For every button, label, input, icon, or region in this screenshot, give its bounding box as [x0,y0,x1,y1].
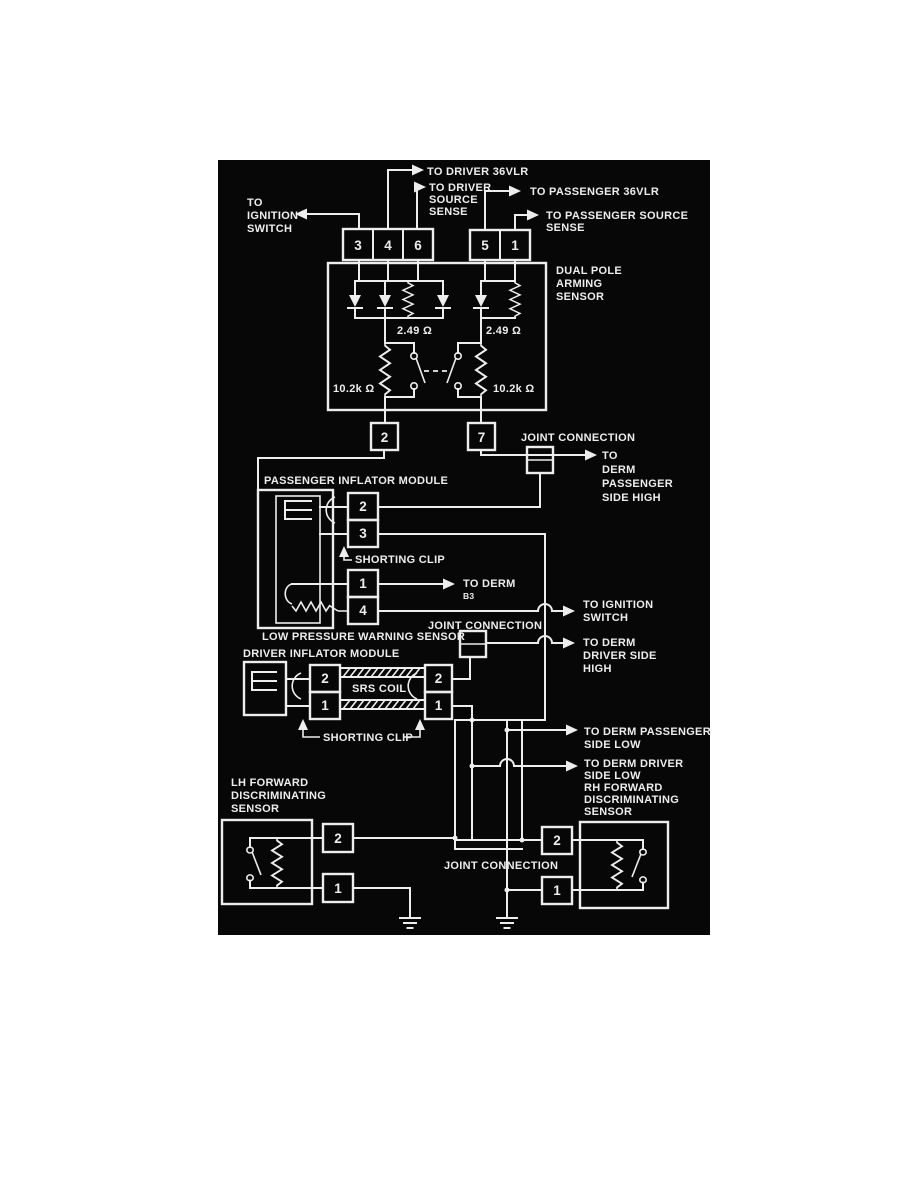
label-to-derm: TO DERM [463,578,516,590]
svg-text:2: 2 [359,499,367,514]
shorting-clip-driver-callout: SHORTING CLIP [298,719,425,744]
junction-dot [504,887,510,893]
joint-connection-bus [454,717,546,891]
arrow-to-driver-36vlr [412,164,424,176]
junction-dot [504,727,510,733]
svg-text:1: 1 [334,881,342,896]
svg-text:2: 2 [334,831,342,846]
label-passenger-inflator-module: PASSENGER INFLATOR MODULE [264,475,448,487]
diagram-background [218,160,710,935]
label-shorting-clip-driver: SHORTING CLIP [323,732,413,744]
value-arming-res-bottom-right: 10.2k Ω [493,383,535,395]
passenger-squib [284,500,312,520]
wire-lh-pin1-ground [352,887,411,919]
arrow-to-passenger-source-sense [527,209,539,221]
wire-derm-driver-low [471,758,571,768]
arrow-to-derm [443,578,455,590]
wire-passenger-pin3-trunk [377,533,546,721]
svg-text:2: 2 [321,671,329,686]
wire-rh-pin1-ground [506,889,543,919]
arrow-derm-driver-low [566,760,578,772]
label-shorting-clip-passenger: SHORTING CLIP [355,554,445,566]
passenger-inflator-module [256,488,349,630]
svg-text:1: 1 [321,698,329,713]
wire-driver-high-to-joint [451,656,471,680]
driver-module-connector: 2 1 [308,663,342,721]
top-lead-wires [295,164,539,231]
pin-4: 4 [384,238,392,253]
shorting-clip-passenger-callout: SHORTING CLIP [339,546,445,566]
arrow-to-ignition-switch-right [563,605,575,617]
label-driver-inflator-module: DRIVER INFLATOR MODULE [243,648,400,660]
value-arming-res-top-right: 2.49 Ω [486,325,521,337]
svg-text:2: 2 [553,833,561,848]
pin-5: 5 [481,238,489,253]
label-to-passenger-36vlr: TO PASSENGER 36VLR [530,186,659,198]
arrow-to-driver-source-sense [414,181,426,193]
pin-6: 6 [414,238,422,253]
svg-text:1: 1 [359,576,367,591]
label-srs-coil: SRS COIL [352,683,406,695]
dual-pole-arming-sensor: 2.49 Ω 2.49 Ω 10.2k Ω 10.2k Ω [326,259,548,424]
wire-driver-low [451,705,473,841]
svg-text:4: 4 [359,603,367,618]
wire-arming-pin2 [257,449,385,491]
label-joint-connection-top: JOINT CONNECTION [521,432,635,444]
wire-joint-to-passenger-pin2 [377,472,541,508]
rh-forward-discriminating-sensor [571,820,670,910]
driver-inflator-module [242,660,311,717]
lh-forward-discriminating-sensor [220,818,324,906]
pin-1: 1 [511,238,519,253]
driver-squib [251,671,277,691]
value-arming-res-bottom-left: 10.2k Ω [333,383,375,395]
label-to-driver-36vlr: TO DRIVER 36VLR [427,166,529,178]
arrow-to-ignition-switch [295,208,307,220]
arrow-derm-passenger-high [585,449,597,461]
svg-text:7: 7 [478,430,486,445]
junction-dot [452,835,458,841]
svg-text:3: 3 [359,526,367,541]
pin-3: 3 [354,238,362,253]
low-pressure-element [291,600,331,613]
label-low-pressure-warning-sensor: LOW PRESSURE WARNING SENSOR [262,631,465,643]
svg-text:2: 2 [381,430,389,445]
label-joint-connection-mid: JOINT CONNECTION [428,620,542,632]
arrow-to-passenger-36vlr [509,185,521,197]
label-to-derm-sub: B3 [463,591,474,601]
arming-connector-51: 5 1 [468,228,532,262]
label-joint-connection-bottom: JOINT CONNECTION [444,860,558,872]
value-arming-res-top-left: 2.49 Ω [397,325,432,337]
arrow-derm-passenger-low [566,724,578,736]
arrow-derm-driver-high [563,637,575,649]
svg-text:1: 1 [553,883,561,898]
svg-text:2: 2 [435,671,443,686]
junction-dot [469,763,475,769]
svg-text:1: 1 [435,698,443,713]
